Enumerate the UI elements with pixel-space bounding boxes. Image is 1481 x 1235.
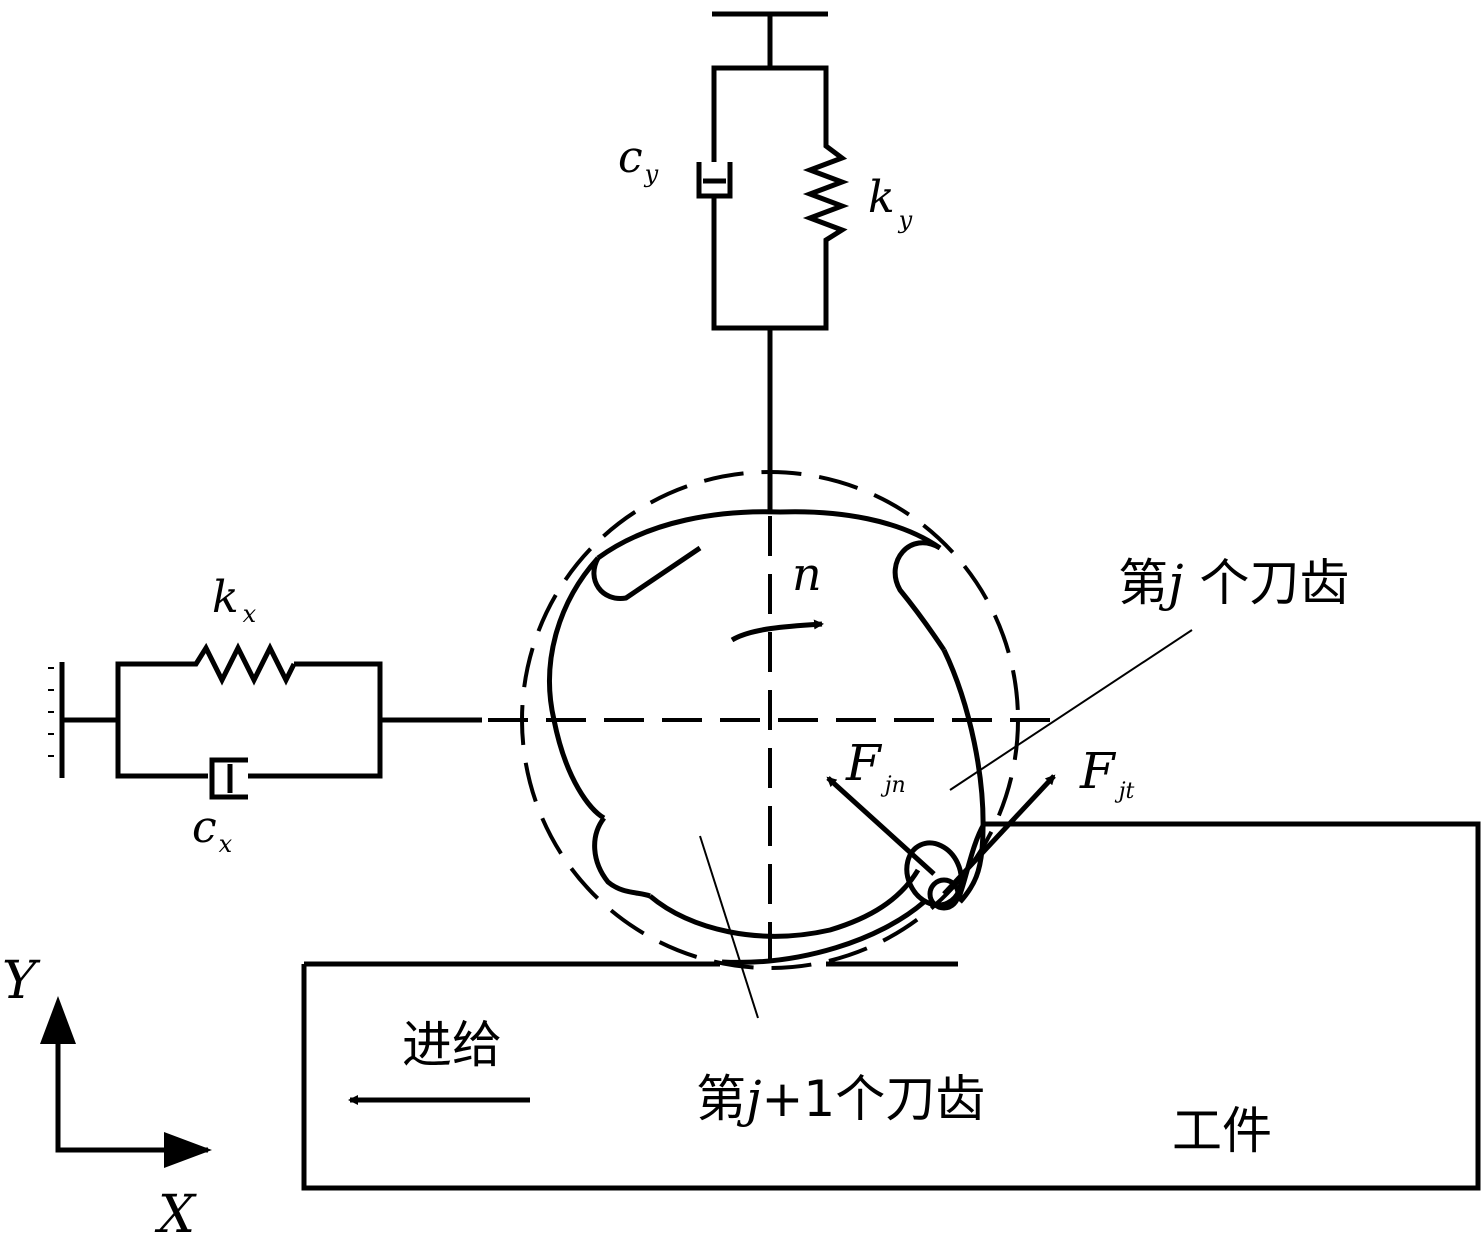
cy-label: cy bbox=[618, 132, 659, 188]
axis-y-label: Y bbox=[2, 951, 41, 1011]
x-axis-arrowhead bbox=[164, 1132, 212, 1168]
y-axis-arrowhead bbox=[40, 996, 76, 1044]
tooth-pocket-top-left bbox=[591, 545, 702, 601]
y-damper bbox=[696, 162, 733, 199]
y-spring-damper bbox=[696, 11, 850, 512]
tooth-pocket-bottom-left bbox=[592, 816, 651, 899]
rotation-arrow bbox=[730, 619, 824, 643]
rotation-label: n bbox=[792, 547, 822, 601]
cut-chip-curve bbox=[721, 900, 926, 965]
x-damper bbox=[208, 757, 248, 800]
tooth-j-label: 第j 个刀齿 bbox=[1118, 554, 1349, 612]
fjn-arrow bbox=[826, 776, 936, 876]
x-spring-damper bbox=[48, 642, 482, 800]
axis-x-label: X bbox=[154, 1185, 197, 1235]
y-spring bbox=[802, 142, 850, 246]
cx-label: cx bbox=[192, 802, 233, 858]
cutter-edge-bottom bbox=[648, 868, 921, 939]
coordinate-axes bbox=[40, 996, 212, 1168]
cutter-edge-left bbox=[547, 556, 606, 821]
x-spring bbox=[188, 642, 297, 686]
cutter-edge-top bbox=[596, 509, 942, 561]
tooth-j1-label: 第j+1个刀齿 bbox=[696, 1070, 985, 1128]
fjt-arrow bbox=[942, 774, 1056, 896]
workpiece-cut-edge bbox=[955, 822, 987, 901]
tooth-j-leader bbox=[949, 629, 1193, 791]
workpiece bbox=[301, 821, 1481, 1191]
cutter-edge-right bbox=[941, 648, 986, 904]
workpiece-outline bbox=[301, 821, 1481, 1191]
feed-label: 进给 bbox=[402, 1016, 502, 1074]
tooth-j-contact bbox=[904, 840, 964, 908]
workpiece-label: 工件 bbox=[1172, 1102, 1272, 1160]
tooth-pocket-top-right bbox=[892, 540, 947, 652]
cutter bbox=[488, 470, 1052, 970]
tooth-j1-leader bbox=[699, 835, 759, 1019]
